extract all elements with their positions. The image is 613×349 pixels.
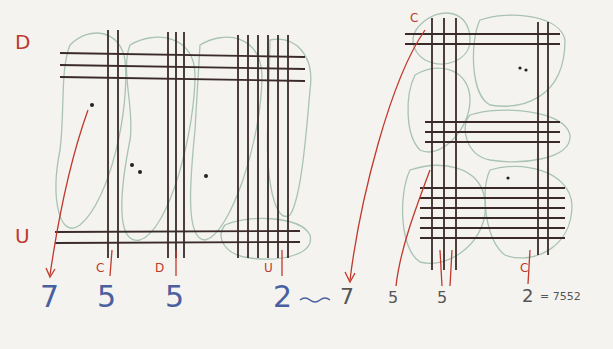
- result-digit: 7: [340, 286, 354, 308]
- place-mark: C: [96, 262, 104, 274]
- wavy-dash: [300, 298, 330, 302]
- count-dots: [90, 66, 528, 179]
- place-letter: U: [15, 226, 30, 246]
- place-mark: C: [410, 12, 418, 24]
- result-digit: 5: [388, 290, 398, 306]
- result-digit: 5: [437, 290, 447, 306]
- place-mark: D: [155, 262, 164, 274]
- result-number: = 7552: [540, 291, 581, 302]
- result-digit: 7: [40, 282, 59, 312]
- place-mark: U: [264, 262, 273, 274]
- red-arrows: [46, 30, 530, 286]
- place-letter: D: [15, 32, 30, 52]
- place-mark: C: [520, 262, 528, 274]
- result-digit: 2: [273, 282, 292, 312]
- result-digit: 2: [522, 287, 533, 305]
- result-digit: 5: [97, 282, 116, 312]
- grouping-outlines: [56, 13, 572, 263]
- grid-lines: [55, 18, 565, 270]
- result-digit: 5: [165, 282, 184, 312]
